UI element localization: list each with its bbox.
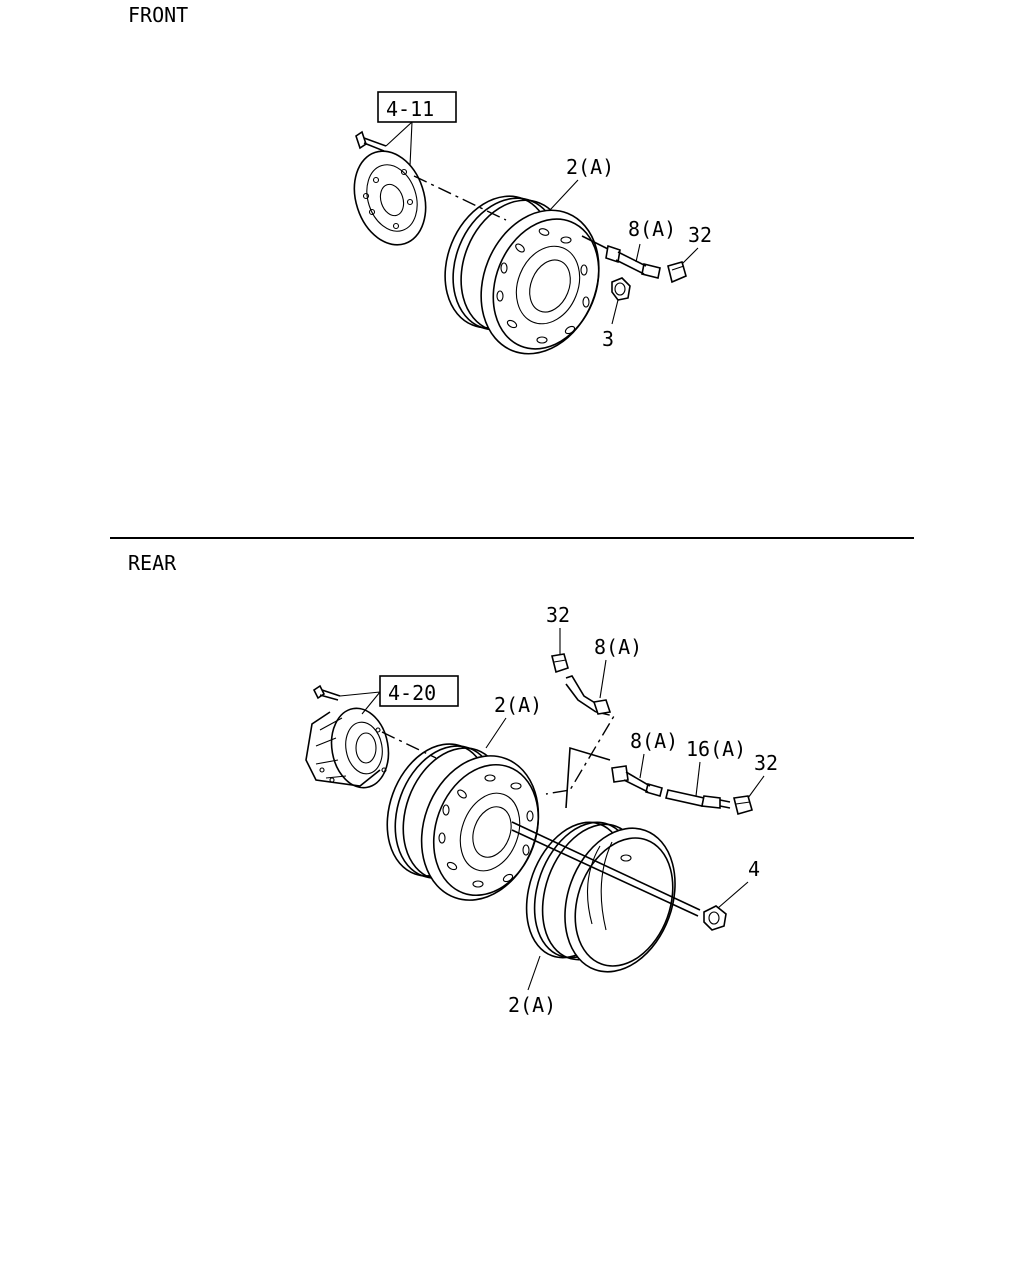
front-ref-box [377,91,457,123]
rear-nut [703,905,727,931]
rear-valve-connection-1 [545,711,616,795]
rear-top-valve-stem [565,675,612,715]
front-nut-label: 3 [602,327,614,351]
front-valve-label: 8(A) [628,217,676,241]
front-nut-leader [611,299,619,325]
front-cap-label: 32 [688,223,712,247]
rear-right-cap-label: 32 [754,751,778,775]
rear-valve-connection-2 [565,746,611,809]
rear-ref-box [379,675,459,707]
front-nut [611,277,631,301]
rear-centerline [381,731,437,759]
front-hub-flange [353,150,427,246]
rear-mid-valve-label: 8(A) [630,729,678,753]
rear-stud-line [511,821,701,917]
rear-valve-extension [665,789,731,809]
front-cap-leader [681,247,699,265]
rear-outer-wheel-leader [485,717,507,749]
rear-outer-wheel-label: 2(A) [494,693,542,717]
rear-right-valve-cap [733,795,753,815]
section-title-rear: REAR [128,551,177,575]
front-centerline [413,175,507,221]
rear-nut-leader [717,881,749,909]
front-wheel-leader [549,179,579,211]
rear-extension-leader [695,761,701,797]
rear-hub [305,707,390,789]
rear-ref-leader [339,691,381,715]
rear-mid-valve-leader [639,753,645,779]
front-valve-leader [635,243,641,263]
rear-top-cap-label: 32 [546,603,570,627]
rear-top-valve-label: 8(A) [594,635,642,659]
front-hub-bolt [355,130,387,152]
rear-extension-label: 16(A) [686,737,746,761]
rear-hub-bolt [312,684,341,701]
front-valve-stem [581,235,661,279]
rear-inner-wheel-leader [527,955,541,991]
rear-outer-wheel-rim [386,743,540,901]
front-wheel-rim [444,195,600,355]
rear-top-valve-cap [551,653,569,674]
front-wheel-label: 2(A) [566,155,614,179]
rear-inner-wheel-rim [525,821,676,973]
rear-right-cap-leader [747,775,765,799]
rear-mid-valve-stem [611,765,663,797]
rear-nut-label: 4 [748,857,760,881]
front-ref-leader [385,121,413,167]
rear-inner-wheel-label: 2(A) [508,993,556,1017]
rear-ref-hub-label: 4-20 [388,681,436,705]
rear-top-valve-leader [599,659,607,699]
section-title-front: FRONT [128,3,188,27]
front-valve-cap [667,261,687,284]
front-ref-hub-label: 4-11 [386,97,434,121]
